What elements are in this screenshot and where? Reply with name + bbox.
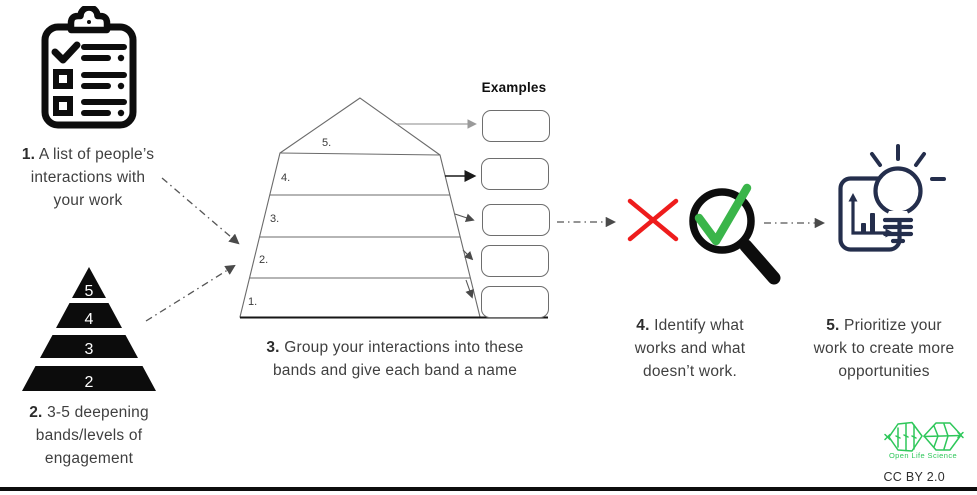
lightbulb-chart-icon — [838, 144, 946, 252]
open-life-science-logo — [884, 421, 964, 452]
checkbox — [53, 69, 73, 89]
checkbox — [53, 96, 73, 116]
funnel-band-line-1 — [279, 152, 441, 156]
caption-line: interactions with — [30, 169, 146, 186]
caption-line: 5. Prioritize your — [826, 317, 942, 334]
caption-line: opportunities — [838, 363, 930, 380]
arrow-step2-to-funnel — [145, 264, 236, 322]
pyramid-level-label: 5 — [85, 283, 94, 300]
magnifier-check-icon — [689, 183, 781, 285]
pyramid-level-label: 2 — [85, 374, 94, 391]
caption-line: 3. Group your interactions into these — [266, 339, 524, 356]
caption-line: 2. 3-5 deepening — [29, 404, 149, 421]
red-cross-icon — [627, 198, 679, 242]
arrow-step1-to-funnel — [161, 177, 240, 245]
list-dots — [117, 54, 125, 117]
green-check-icon — [694, 183, 752, 246]
example-box-4 — [481, 245, 549, 277]
step-5-caption: 5. Prioritize your work to create more o… — [788, 314, 977, 383]
caption-line: bands and give each band a name — [272, 362, 518, 379]
caption-line: work to create more — [813, 340, 955, 357]
caption-line: 4. Identify what — [636, 317, 744, 334]
caption-line: doesn’t work. — [643, 363, 737, 380]
chart-axis — [851, 200, 887, 235]
funnel-band-label: 3. — [270, 213, 279, 225]
connector-band3-box3 — [454, 213, 475, 222]
bottom-border — [0, 487, 977, 491]
clipboard-checklist-icon — [41, 6, 137, 129]
light-rays — [870, 144, 946, 181]
chart-bar — [870, 213, 875, 233]
step-4-caption: 4. Identify what works and what doesn’t … — [608, 314, 772, 383]
pyramid-level-label: 4 — [85, 311, 94, 328]
funnel-band-label: 4. — [281, 172, 290, 184]
examples-heading: Examples — [481, 80, 547, 95]
example-box-5 — [481, 286, 549, 318]
pyramid-level-label: 3 — [85, 341, 94, 358]
example-box-1 — [482, 110, 550, 142]
step-number: 4. — [636, 317, 650, 334]
license-text: CC BY 2.0 — [883, 470, 945, 484]
engagement-pyramid-icon: 5 4 3 2 — [22, 267, 156, 391]
list-lines — [81, 44, 127, 116]
funnel-band-label: 2. — [259, 254, 268, 266]
caption-line: 1. A list of people’s — [21, 146, 155, 163]
caption-line: engagement — [44, 450, 134, 467]
check-mark — [51, 41, 81, 64]
step-number: 5. — [826, 317, 840, 334]
caption-line: your work — [53, 192, 123, 209]
funnel-pyramid-outline — [239, 97, 481, 318]
chart-bar — [861, 223, 866, 233]
step-2-caption: 2. 3-5 deepening bands/levels of engagem… — [0, 401, 178, 470]
step-number: 1. — [21, 146, 36, 163]
caption-line: bands/levels of — [35, 427, 143, 444]
step-3-caption: 3. Group your interactions into these ba… — [240, 336, 550, 382]
connector-band2-box4 — [462, 249, 474, 261]
caption-line: works and what — [634, 340, 746, 357]
step-number: 2. — [29, 404, 43, 421]
funnel-band-label: 1. — [248, 296, 257, 308]
logo-text: Open Life Science — [888, 451, 958, 460]
step-1-caption: 1. A list of people’s interactions with … — [3, 143, 173, 212]
funnel-band-label: 5. — [322, 137, 331, 149]
example-box-2 — [481, 158, 549, 190]
step-number: 3. — [266, 339, 280, 356]
example-box-3 — [482, 204, 550, 236]
connector-band1-box5 — [465, 279, 474, 299]
